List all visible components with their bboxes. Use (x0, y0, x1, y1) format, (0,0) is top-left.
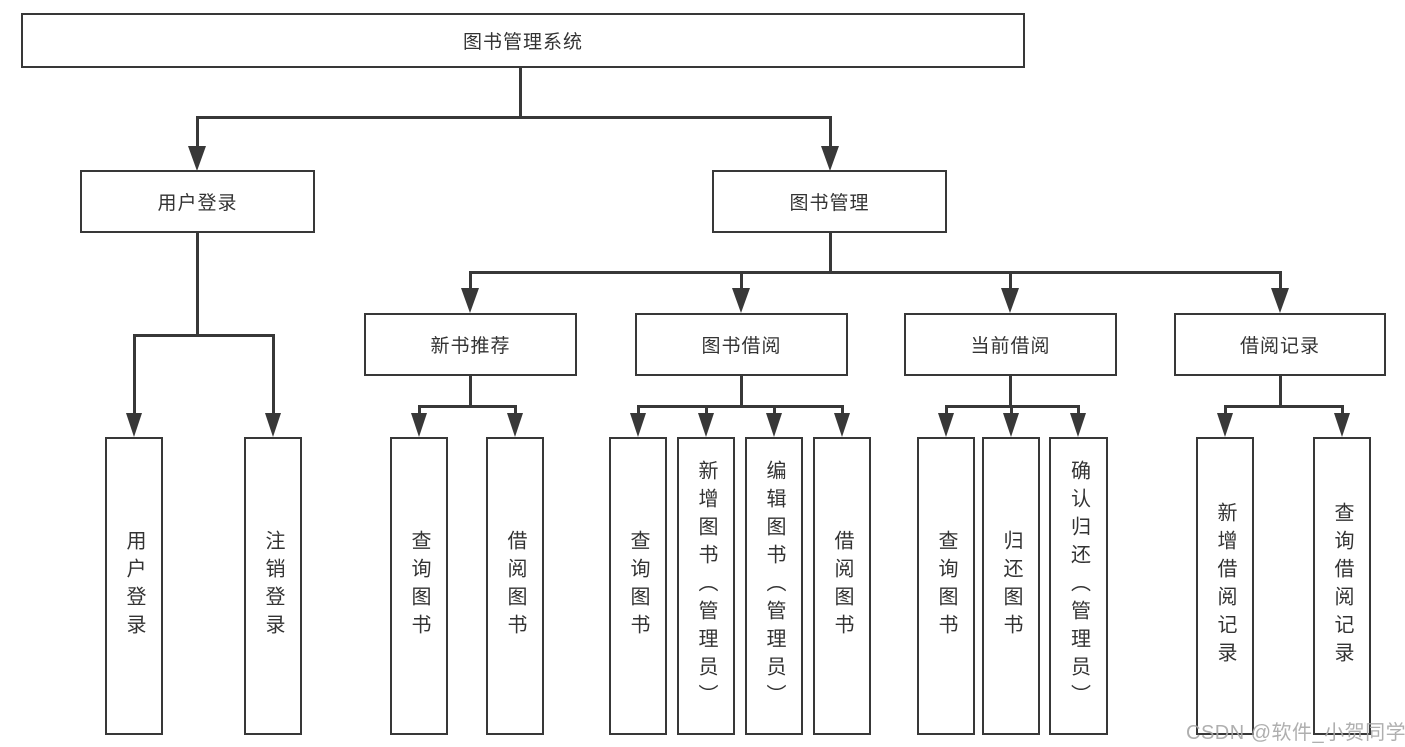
arrowhead-g4-c2 (1334, 413, 1350, 437)
node-book-management: 图书管理 (712, 170, 947, 233)
leaf-borrow-books-1-label: 借阅图书 (504, 530, 526, 642)
leaf-query-books-2-label: 查询图书 (627, 530, 649, 642)
connector-g2-drop (740, 376, 743, 407)
leaf-logout-label: 注销登录 (262, 530, 284, 642)
leaf-query-books-1-label: 查询图书 (408, 530, 430, 642)
connector-g1-c1 (418, 405, 421, 417)
arrowhead-new-book (461, 288, 479, 313)
node-borrowing-records-label: 借阅记录 (1239, 336, 1320, 357)
connector-g4-split (1224, 405, 1343, 408)
leaf-edit-book-admin-label: 编辑图书（管理员） (763, 460, 785, 712)
leaf-borrow-books-2: 借阅图书 (813, 437, 871, 735)
leaf-return-book: 归还图书 (982, 437, 1040, 735)
connector-g2-c3 (773, 405, 776, 417)
arrowhead-book-management (821, 146, 839, 171)
connector-to-leaf-login (133, 334, 136, 413)
leaf-logout: 注销登录 (244, 437, 302, 735)
connector-g3-c1 (945, 405, 948, 417)
leaf-query-borrow-record-label: 查询借阅记录 (1331, 502, 1353, 670)
node-new-book-recommend: 新书推荐 (364, 313, 577, 376)
leaf-edit-book-admin: 编辑图书（管理员） (745, 437, 803, 735)
connector-g2-c4 (841, 405, 844, 417)
connector-g1-c2 (514, 405, 517, 417)
node-book-borrowing-label: 图书借阅 (701, 336, 782, 357)
leaf-user-login-label: 用户登录 (123, 530, 145, 642)
leaf-return-book-label: 归还图书 (1000, 530, 1022, 642)
leaf-query-borrow-record: 查询借阅记录 (1313, 437, 1371, 735)
node-book-management-label: 图书管理 (789, 193, 870, 214)
connector-book-mgmt-split (469, 271, 1282, 274)
arrowhead-g4-c1 (1217, 413, 1233, 437)
leaf-borrow-books-2-label: 借阅图书 (831, 530, 853, 642)
connector-g2-c2 (705, 405, 708, 417)
leaf-query-books-2: 查询图书 (609, 437, 667, 735)
leaf-borrow-books-1: 借阅图书 (486, 437, 544, 735)
leaf-add-book-admin-label: 新增图书（管理员） (695, 460, 717, 712)
leaf-add-book-admin: 新增图书（管理员） (677, 437, 735, 735)
node-current-borrowing: 当前借阅 (904, 313, 1117, 376)
node-user-login-label: 用户登录 (157, 193, 238, 214)
connector-to-borrowing-records (1279, 271, 1282, 291)
leaf-query-books-1: 查询图书 (390, 437, 448, 735)
connector-root-split (196, 116, 832, 119)
connector-g2-c1 (637, 405, 640, 417)
connector-g4-c2 (1341, 405, 1344, 417)
arrowhead-g1-c2 (507, 413, 523, 437)
leaf-user-login: 用户登录 (105, 437, 163, 735)
connector-to-book-borrowing (740, 271, 743, 291)
arrowhead-current-borrowing (1001, 288, 1019, 313)
connector-g1-split (418, 405, 516, 408)
connector-user-login-split (133, 334, 275, 337)
node-current-borrowing-label: 当前借阅 (970, 336, 1051, 357)
arrowhead-borrowing-records (1271, 288, 1289, 313)
arrowhead-g2-c3 (766, 413, 782, 437)
connector-g3-drop (1009, 376, 1012, 407)
connector-g4-drop (1279, 376, 1282, 407)
connector-to-new-book (469, 271, 472, 291)
connector-g3-c2 (1010, 405, 1013, 417)
arrowhead-leaf-login (126, 413, 142, 437)
connector-g4-c1 (1224, 405, 1227, 417)
connector-to-user-login (196, 116, 199, 150)
node-root-system: 图书管理系统 (21, 13, 1025, 68)
connector-g1-drop (469, 376, 472, 407)
arrowhead-g3-c3 (1070, 413, 1086, 437)
arrowhead-g2-c2 (698, 413, 714, 437)
connector-book-mgmt-drop (829, 233, 832, 273)
arrowhead-book-borrowing (732, 288, 750, 313)
node-borrowing-records: 借阅记录 (1174, 313, 1386, 376)
connector-g3-c3 (1077, 405, 1080, 417)
arrowhead-g3-c1 (938, 413, 954, 437)
leaf-add-borrow-record: 新增借阅记录 (1196, 437, 1254, 735)
arrowhead-g2-c4 (834, 413, 850, 437)
leaf-add-borrow-record-label: 新增借阅记录 (1214, 502, 1236, 670)
node-book-borrowing: 图书借阅 (635, 313, 848, 376)
arrowhead-g1-c1 (411, 413, 427, 437)
node-user-login: 用户登录 (80, 170, 315, 233)
connector-to-leaf-logout (272, 334, 275, 413)
connector-g2-split (637, 405, 843, 408)
arrowhead-g3-c2 (1003, 413, 1019, 437)
node-new-book-recommend-label: 新书推荐 (430, 336, 511, 357)
connector-root-drop (519, 68, 522, 118)
leaf-query-books-3-label: 查询图书 (935, 530, 957, 642)
node-root-label: 图书管理系统 (462, 32, 583, 53)
leaf-query-books-3: 查询图书 (917, 437, 975, 735)
connector-to-current-borrowing (1009, 271, 1012, 291)
arrowhead-g2-c1 (630, 413, 646, 437)
watermark: CSDN @软件_小贺同学 (1186, 722, 1405, 744)
leaf-confirm-return-admin-label: 确认归还（管理员） (1067, 460, 1090, 712)
connector-to-book-management (829, 116, 832, 150)
arrowhead-user-login (188, 146, 206, 171)
connector-user-login-drop (196, 233, 199, 336)
arrowhead-leaf-logout (265, 413, 281, 437)
leaf-confirm-return-admin: 确认归还（管理员） (1049, 437, 1108, 735)
